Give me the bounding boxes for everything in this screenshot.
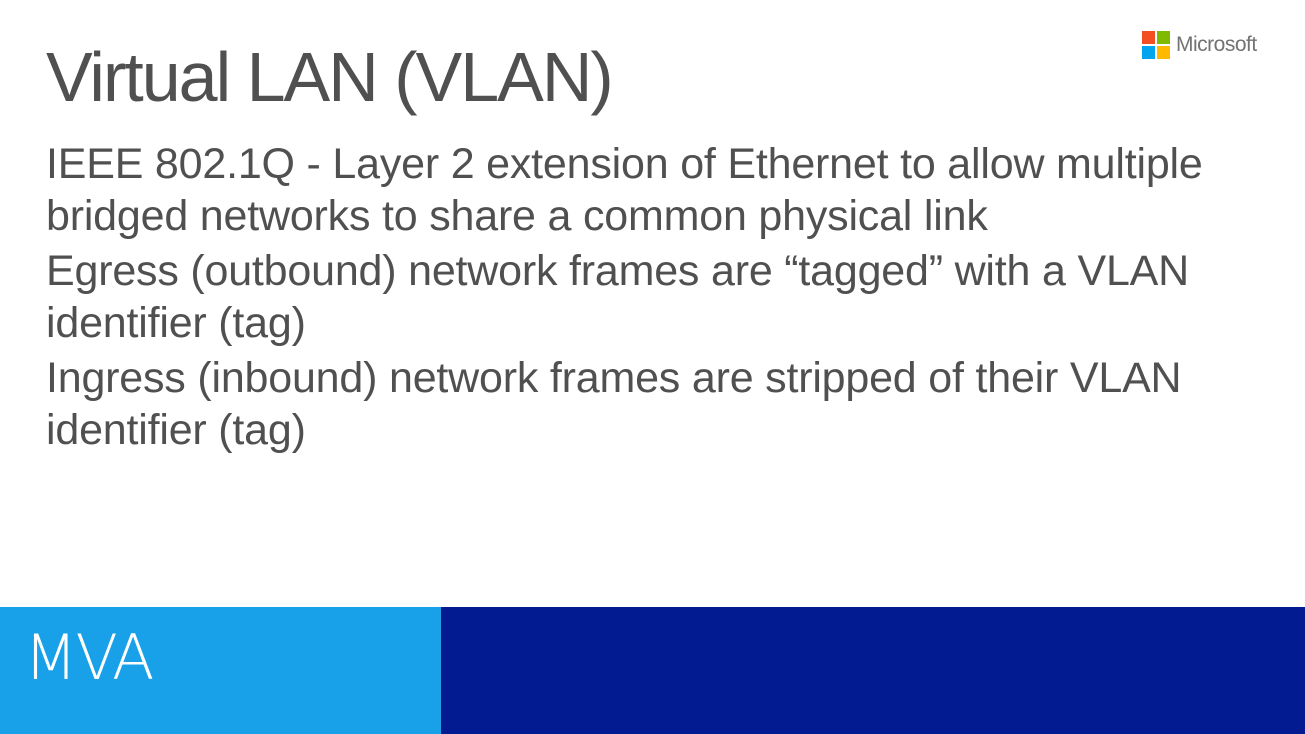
mva-label: MVA bbox=[24, 621, 154, 694]
footer-mva-band: MVA bbox=[0, 607, 441, 734]
logo-square-yellow bbox=[1157, 46, 1170, 59]
bullet-ingress: Ingress (inbound) network frames are str… bbox=[46, 354, 1182, 454]
microsoft-logo-text: Microsoft bbox=[1176, 33, 1257, 56]
footer-dark-band bbox=[441, 607, 1305, 734]
bullet-ieee-802-1q: IEEE 802.1Q - Layer 2 extension of Ether… bbox=[46, 140, 1203, 240]
slide-title: Virtual LAN (VLAN) bbox=[46, 38, 614, 116]
logo-square-green bbox=[1157, 31, 1170, 44]
microsoft-four-squares-icon bbox=[1142, 31, 1170, 59]
microsoft-logo: Microsoft bbox=[1142, 30, 1257, 60]
bullet-egress: Egress (outbound) network frames are “ta… bbox=[46, 247, 1189, 347]
slide-body: IEEE 802.1Q - Layer 2 extension of Ether… bbox=[46, 138, 1246, 459]
logo-square-red bbox=[1142, 31, 1155, 44]
logo-square-blue bbox=[1142, 46, 1155, 59]
